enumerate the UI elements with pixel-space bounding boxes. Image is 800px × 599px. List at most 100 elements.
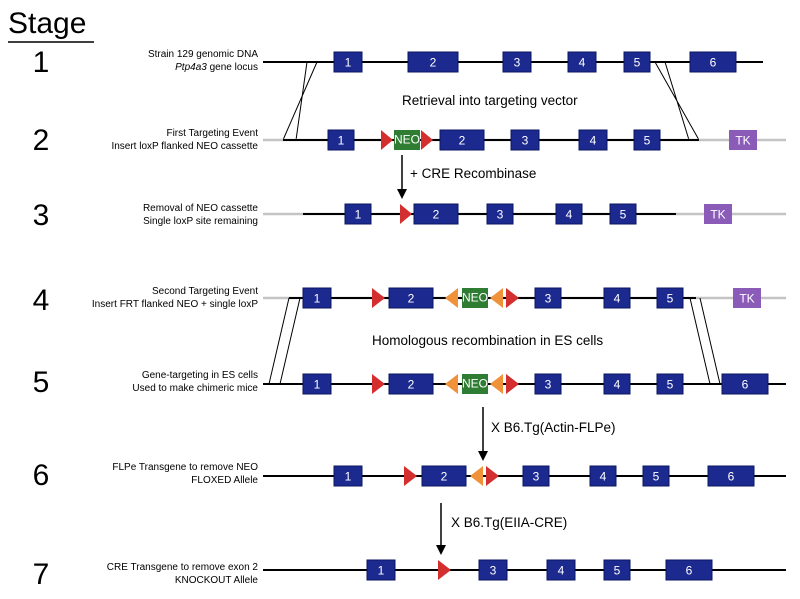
exon-label: 1 — [355, 208, 362, 222]
exon-box — [609, 203, 637, 225]
exon-box — [665, 559, 713, 581]
exon-label: 6 — [686, 564, 693, 578]
exon-box — [603, 287, 631, 309]
crossover-lines-retrieval — [282, 61, 700, 141]
neo-label: NEO — [462, 377, 488, 391]
exon-box — [555, 203, 583, 225]
exon-label: 1 — [345, 470, 352, 484]
exon-label: 3 — [545, 378, 552, 392]
tk-label: TK — [735, 134, 750, 148]
exon-label: 5 — [667, 292, 674, 306]
tk-cassette — [733, 288, 761, 308]
stage-6-floxed-allele: 1 2 3 4 5 6 — [263, 465, 786, 487]
frt-site — [445, 374, 458, 394]
exon-label: 4 — [614, 292, 621, 306]
exon-box — [421, 465, 467, 487]
exon-box — [333, 465, 363, 487]
exon-box — [623, 51, 651, 73]
exon-box — [439, 129, 485, 151]
loxp-site — [506, 374, 519, 394]
stage-2-targeting-vector: 1 NEO 2 3 4 5 TK — [263, 129, 786, 151]
exon-box — [603, 559, 631, 581]
loxp-site — [506, 288, 519, 308]
frt-site — [445, 288, 458, 308]
exon-box — [522, 465, 550, 487]
exon-label: 4 — [566, 208, 573, 222]
exon-label: 4 — [590, 134, 597, 148]
exon-label: 6 — [728, 470, 735, 484]
exon-label: 6 — [742, 378, 749, 392]
stage-number: 7 — [33, 558, 50, 591]
stage-number: 6 — [33, 459, 50, 492]
stage-4-targeting-vector: 1 2 NEO 3 4 5 TK — [263, 287, 786, 309]
neo-label: NEO — [394, 133, 420, 147]
exon-box — [407, 51, 459, 73]
exon-box — [486, 203, 514, 225]
stage-description-line1: Gene-targeting in ES cells — [142, 370, 258, 381]
exon-label: 4 — [579, 56, 586, 70]
tk-label: TK — [739, 292, 754, 306]
exon-label: 2 — [408, 292, 415, 306]
exon-label: 5 — [667, 378, 674, 392]
exon-label: 4 — [614, 378, 621, 392]
tk-cassette — [729, 130, 757, 150]
stage-description-line2: FLOXED Allele — [191, 475, 258, 486]
frt-site — [490, 288, 503, 308]
stage-7-knockout-allele: 1 3 4 5 6 — [263, 559, 786, 581]
neo-cassette — [394, 130, 420, 150]
exon-label: 2 — [408, 378, 415, 392]
flpe-annotation: X B6.Tg(Actin-FLPe) — [491, 420, 616, 435]
cre-annotation: + CRE Recombinase — [410, 166, 536, 181]
exon-box — [656, 373, 684, 395]
exon-label: 4 — [600, 470, 607, 484]
stage-description-line2: Single loxP site remaining — [143, 216, 258, 227]
stage-3-vector: 1 2 3 4 5 TK — [263, 203, 786, 225]
exon-box — [478, 559, 508, 581]
exon-label: 2 — [433, 208, 440, 222]
exon-label: 1 — [314, 292, 321, 306]
exon-label: 5 — [653, 470, 660, 484]
exon-label: 1 — [378, 564, 385, 578]
exon-box — [546, 559, 576, 581]
frt-site — [470, 466, 483, 486]
exon-label: 1 — [314, 378, 321, 392]
stage-description-line1: CRE Transgene to remove exon 2 — [107, 562, 259, 573]
tk-cassette — [704, 204, 732, 224]
exon-box — [502, 51, 532, 73]
exon-box — [302, 373, 332, 395]
loxp-site — [438, 560, 451, 580]
exon-box — [344, 203, 372, 225]
stage-description-line1: FLPe Transgene to remove NEO — [112, 462, 258, 473]
exon-label: 3 — [514, 56, 521, 70]
exon-box — [534, 287, 562, 309]
stage-description-line2: Insert loxP flanked NEO cassette — [111, 141, 258, 152]
stage-description-line2: Insert FRT flanked NEO + single loxP — [92, 299, 258, 310]
stage-number: 5 — [33, 366, 50, 399]
exon-box — [302, 287, 332, 309]
stage-description-line1: Strain 129 genomic DNA — [148, 49, 258, 60]
stage-description-line2: Ptp4a3 gene locus — [175, 62, 258, 73]
loxp-site — [486, 466, 499, 486]
neo-label: NEO — [462, 291, 488, 305]
exon-label: 3 — [533, 470, 540, 484]
stage-number: 3 — [33, 199, 50, 232]
frt-site — [490, 374, 503, 394]
exon-box — [413, 203, 459, 225]
exon-box — [642, 465, 670, 487]
stage-description-line2: KNOCKOUT Allele — [175, 575, 259, 586]
stage-number: 4 — [33, 284, 50, 317]
exon-label: 3 — [522, 134, 529, 148]
exon-box — [567, 51, 597, 73]
stage-description-line1: First Targeting Event — [166, 128, 258, 139]
loxp-site — [400, 204, 412, 224]
exon-label: 4 — [558, 564, 565, 578]
exon-label: 2 — [441, 470, 448, 484]
exon-label: 3 — [545, 292, 552, 306]
exon-label: 1 — [345, 56, 352, 70]
loxp-site — [372, 374, 385, 394]
exon-box — [633, 129, 661, 151]
homologous-annotation: Homologous recombination in ES cells — [372, 333, 603, 348]
exon-box — [327, 129, 355, 151]
